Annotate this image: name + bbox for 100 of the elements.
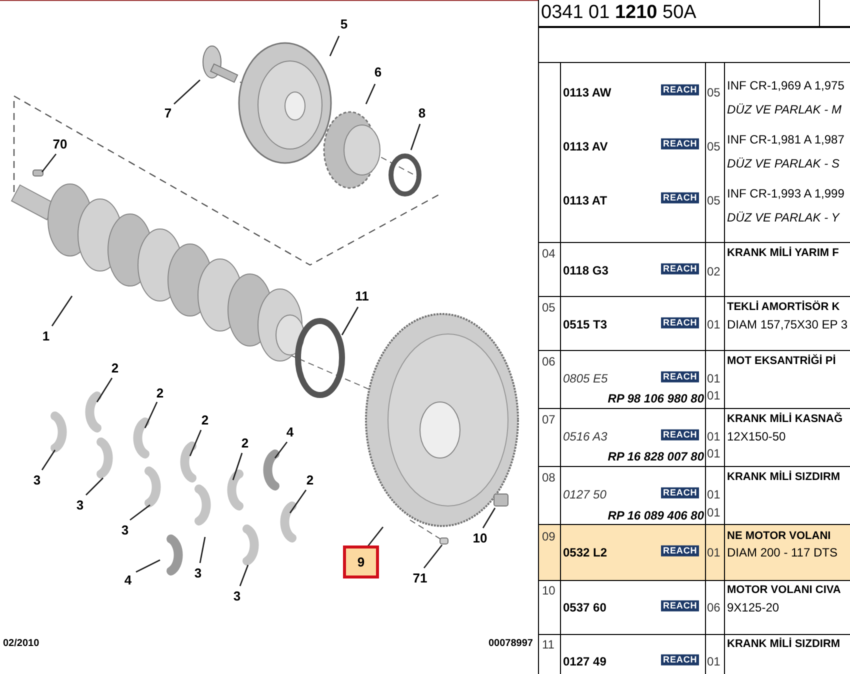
description: KRANK MİLİ SIZDIRM <box>727 638 840 652</box>
reach-badge: REACH <box>661 545 700 557</box>
quantity: 02 <box>707 264 720 280</box>
quantity: 05 <box>707 140 720 154</box>
reach-badge: REACH <box>661 487 700 499</box>
reach-badge: REACH <box>661 371 700 383</box>
reach-badge: REACH <box>661 600 700 612</box>
callout-number: 6 <box>374 66 382 78</box>
leader-line <box>239 564 249 586</box>
row-number: 06 <box>542 354 556 370</box>
reach-badge: REACH <box>661 429 700 441</box>
row-number: 10 <box>542 584 556 598</box>
reference-number: RP 16 828 007 80 <box>608 450 704 464</box>
part-number: 0127 50 <box>563 488 606 502</box>
quantity: 01 <box>707 372 720 386</box>
reference-number: RP 98 106 980 80 <box>608 392 704 406</box>
leader-line <box>136 559 160 573</box>
description: KRANK MİLİ YARIM F <box>727 247 839 261</box>
leader-line <box>41 154 57 172</box>
callout-number: 2 <box>201 414 209 426</box>
callout-number: 4 <box>124 574 132 586</box>
leader-line <box>51 296 73 326</box>
callout-number: 3 <box>233 590 241 602</box>
description: DIAM 200 - 117 DTS <box>727 546 838 560</box>
callout-number: 11 <box>355 290 369 302</box>
leader-line <box>41 450 56 470</box>
leader-line <box>365 84 376 104</box>
leader-line <box>341 306 359 336</box>
leader-line <box>130 504 150 521</box>
part-number: 0532 L2 <box>563 546 608 560</box>
quantity: 01 <box>707 546 720 560</box>
callout-number: 5 <box>340 18 348 30</box>
drawing-number: 00078997 <box>488 638 533 650</box>
callout-number: 3 <box>121 524 129 536</box>
description: TEKLİ AMORTİSÖR K <box>727 301 840 315</box>
reach-badge: REACH <box>661 654 700 666</box>
callout-number: 7 <box>164 106 172 120</box>
quantity: 01 <box>707 654 720 670</box>
part-number: 0537 60 <box>563 600 606 616</box>
part-number-heading: 0341 01 1210 50A <box>541 1 696 25</box>
quantity: 01 <box>707 388 720 404</box>
reach-badge: REACH <box>661 84 700 96</box>
callout-number: 2 <box>306 474 314 486</box>
leader-line <box>86 478 104 496</box>
part-number: 0516 A3 <box>563 430 608 444</box>
row-number: 11 <box>542 638 554 652</box>
description: MOT EKSANTRİĞİ Pİ <box>727 355 836 369</box>
description: 12X150-50 <box>727 430 786 444</box>
quantity: 06 <box>707 600 720 616</box>
row-number: 07 <box>542 412 556 428</box>
leader-line <box>289 490 307 514</box>
reach-badge: REACH <box>661 138 700 150</box>
row-number: 08 <box>542 470 556 486</box>
leader-line <box>232 452 243 480</box>
callout-number: 3 <box>76 498 84 512</box>
leader-line <box>367 526 384 546</box>
quantity: 01 <box>707 506 720 520</box>
description: DÜZ VE PARLAK - S <box>727 156 840 172</box>
leader-line <box>199 536 206 564</box>
leader-line <box>423 544 443 568</box>
row-number: 04 <box>542 246 556 262</box>
callout-number: 8 <box>418 106 426 120</box>
row-number: 09 <box>542 530 556 544</box>
description: DIAM 157,75X30 EP 3 <box>727 318 848 332</box>
callout-number: 3 <box>194 566 202 580</box>
description: MOTOR VOLANI CIVA <box>727 584 841 598</box>
quantity: 05 <box>707 194 720 208</box>
leader-line <box>189 430 202 456</box>
reach-badge: REACH <box>661 263 700 275</box>
description: INF CR-1,993 A 1,999 <box>727 186 844 202</box>
reach-badge: REACH <box>661 192 700 204</box>
description: DÜZ VE PARLAK - M <box>727 102 842 118</box>
quantity: 05 <box>707 86 720 100</box>
quantity: 01 <box>707 430 720 444</box>
quantity: 01 <box>707 446 720 462</box>
callout-number: 3 <box>33 474 41 486</box>
description: INF CR-1,969 A 1,975 <box>727 78 844 94</box>
part-number: 0805 E5 <box>563 372 608 386</box>
leader-line <box>482 508 496 528</box>
callout-number: 2 <box>241 436 249 450</box>
quantity: 01 <box>707 318 720 332</box>
part-number: 0515 T3 <box>563 318 608 332</box>
leader-line <box>274 442 288 458</box>
description: KRANK MİLİ KASNAĞ <box>727 413 842 427</box>
part-number: 0118 G3 <box>563 264 608 278</box>
part-number: 0127 49 <box>563 654 606 670</box>
callout-number: 2 <box>156 386 164 400</box>
description: NE MOTOR VOLANI <box>727 530 831 544</box>
leader-line <box>174 79 200 105</box>
highlighted-callout-number: 9 <box>343 546 379 578</box>
leader-line <box>410 124 421 150</box>
description: INF CR-1,981 A 1,987 <box>727 132 844 148</box>
quantity: 01 <box>707 488 720 502</box>
callout-number: 71 <box>412 572 428 584</box>
leader-line <box>96 378 113 402</box>
description: DÜZ VE PARLAK - Y <box>727 210 840 226</box>
description: KRANK MİLİ SIZDIRM <box>727 471 840 485</box>
reference-number: RP 16 089 406 80 <box>608 508 704 524</box>
callout-number: 4 <box>286 426 294 438</box>
reach-badge: REACH <box>661 317 700 329</box>
